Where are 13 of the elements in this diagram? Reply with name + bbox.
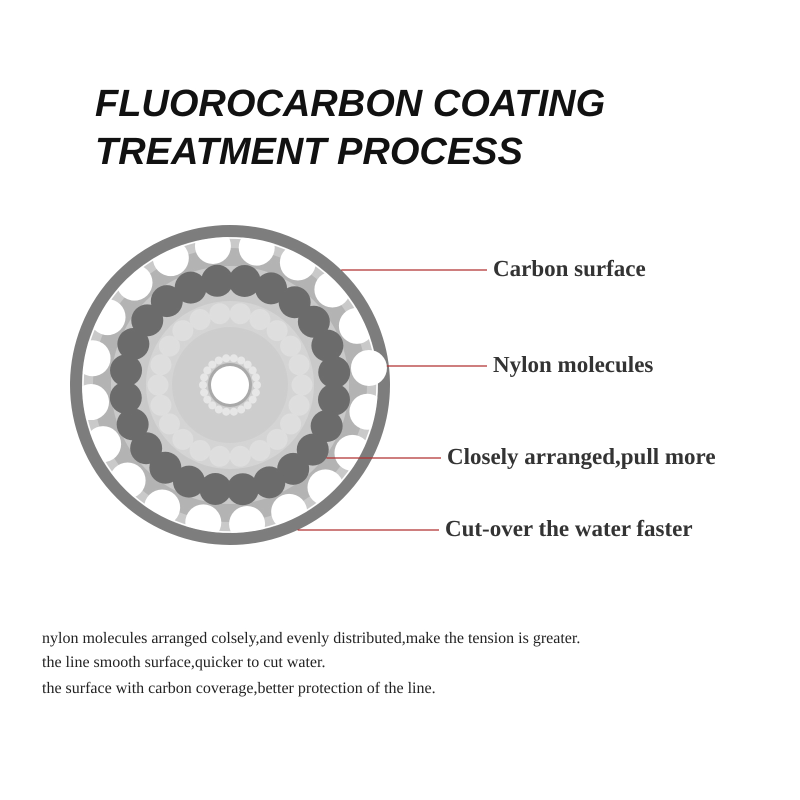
callout-label: Closely arranged,pull more (447, 444, 716, 470)
callout-label: Carbon surface (493, 256, 646, 282)
leader-line (386, 365, 487, 367)
callout-label: Nylon molecules (493, 352, 654, 378)
note-text: the line smooth surface,quicker to cut water. (42, 654, 326, 672)
nylon-molecule-circle (350, 350, 387, 386)
note-text: nylon molecules arranged colsely,and evenly distributed,make the tension is greater. (42, 630, 580, 648)
title: FLUOROCARBON COATING TREATMENT PROCESS (95, 82, 606, 175)
leader-line (341, 269, 487, 271)
molecule-circle (296, 434, 329, 466)
callout-label: Cut-over the water faster (445, 516, 693, 542)
leader-line (298, 529, 439, 531)
note-text: the surface with carbon coverage,better protection of the line. (42, 680, 436, 698)
